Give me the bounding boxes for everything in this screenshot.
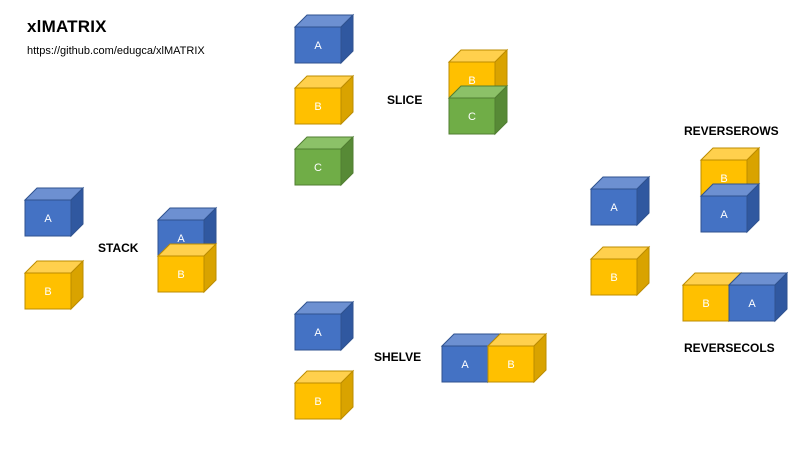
cube-front-face xyxy=(294,148,342,186)
cube-front-face xyxy=(294,87,342,125)
cube-shelve-input-a: A xyxy=(293,300,355,352)
cube-front-face xyxy=(24,199,72,237)
cube-front-face xyxy=(728,284,776,322)
cube-slice-input-c: C xyxy=(293,135,355,187)
cube-front-face xyxy=(590,188,638,226)
cube-front-face xyxy=(487,345,535,383)
cube-label: B xyxy=(610,272,617,284)
stack-label: STACK xyxy=(98,241,139,255)
cube-front-face xyxy=(448,97,496,135)
cube-reverse-input-a: A xyxy=(589,175,651,227)
cube-label: B xyxy=(468,75,475,87)
cube-shelve-output-b: B xyxy=(486,332,548,384)
cube-label: A xyxy=(720,209,728,221)
cube-front-face xyxy=(294,26,342,64)
cube-slice-input-a: A xyxy=(293,13,355,65)
repository-link[interactable]: https://github.com/edugca/xlMATRIX xyxy=(27,45,205,57)
cube-label: B xyxy=(702,298,709,310)
cube-label: B xyxy=(314,101,321,113)
cube-label: B xyxy=(507,359,514,371)
cube-shelve-input-b: B xyxy=(293,369,355,421)
cube-label: A xyxy=(314,40,322,52)
cube-front-face xyxy=(24,272,72,310)
cube-front-face xyxy=(294,382,342,420)
cube-front-face xyxy=(700,195,748,233)
cube-label: B xyxy=(314,396,321,408)
cube-stack-output-b: B xyxy=(156,242,218,294)
cube-label: A xyxy=(748,298,756,310)
cube-label: A xyxy=(177,233,185,245)
reversecols-label: REVERSECOLS xyxy=(684,341,775,355)
cube-stack-input-a: A xyxy=(23,186,85,238)
cube-label: C xyxy=(468,111,476,123)
cube-label: A xyxy=(610,202,618,214)
cube-stack-input-b: B xyxy=(23,259,85,311)
cube-reverse-input-b: B xyxy=(589,245,651,297)
slice-label: SLICE xyxy=(387,93,423,107)
cube-label: B xyxy=(44,286,51,298)
cube-front-face xyxy=(157,255,205,293)
reverserows-label: REVERSEROWS xyxy=(684,124,779,138)
cube-label: C xyxy=(314,162,322,174)
cube-reverserows-output-a: A xyxy=(699,182,761,234)
cube-label: A xyxy=(314,327,322,339)
cube-label: B xyxy=(177,269,184,281)
cube-slice-output-c: C xyxy=(447,84,509,136)
cube-front-face xyxy=(590,258,638,296)
cube-label: A xyxy=(461,359,469,371)
page-title: xlMATRIX xyxy=(27,17,107,36)
cube-label: A xyxy=(44,213,52,225)
cube-reversecols-output-a: A xyxy=(727,271,789,323)
shelve-label: SHELVE xyxy=(374,350,422,364)
cube-slice-input-b: B xyxy=(293,74,355,126)
cube-label: B xyxy=(720,173,727,185)
cube-front-face xyxy=(441,345,489,383)
cube-front-face xyxy=(294,313,342,351)
